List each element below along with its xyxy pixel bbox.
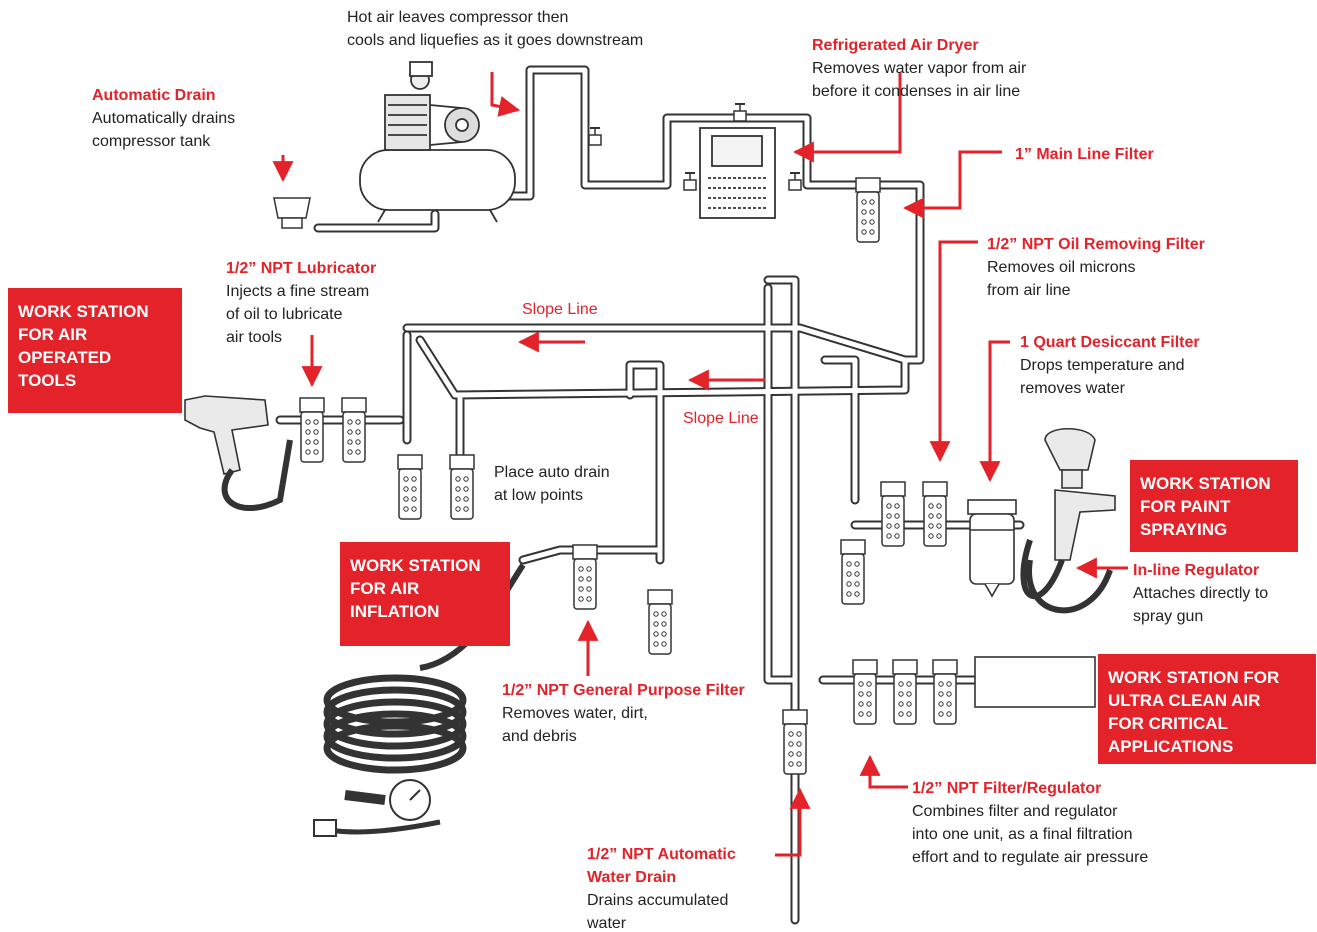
inline-regulator-callout: In-line Regulator Attaches directly to s… — [1133, 559, 1268, 628]
oil-removing-filter-callout: 1/2” NPT Oil Removing Filter Removes oil… — [987, 233, 1207, 302]
work-station-paint-spraying: WORK STATION FOR PAINT SPRAYING — [1130, 460, 1298, 552]
work-station-air-inflation: WORK STATION FOR AIR INFLATION — [340, 542, 510, 646]
general-purpose-filter-title: 1/2” NPT General Purpose Filter — [502, 682, 745, 699]
callout-arrows — [272, 72, 1128, 857]
auto-drain-note: Place auto drain at low points — [494, 464, 610, 504]
automatic-water-drain-callout: 1/2” NPT Automatic Water Drain Drains ac… — [587, 843, 772, 932]
general-purpose-filter-callout: 1/2” NPT General Purpose Filter Removes … — [502, 679, 752, 748]
refrigerated-dryer-title: Refrigerated Air Dryer — [812, 37, 979, 54]
spray-gun-illustration — [1020, 428, 1116, 614]
work-station-air-tools: WORK STATION FOR AIR OPERATED TOOLS — [8, 288, 182, 413]
automatic-water-drain-desc: Drains accumulated water — [587, 892, 729, 932]
lubricator-title: 1/2” NPT Lubricator — [226, 260, 377, 277]
refrigerated-dryer-illustration — [699, 127, 776, 219]
filter-regulator-title: 1/2” NPT Filter/Regulator — [912, 780, 1102, 797]
automatic-drain-desc: Automatically drains compressor tank — [92, 110, 236, 150]
slope-line-label-upper: Slope Line — [522, 301, 598, 318]
automatic-drain-title: Automatic Drain — [92, 87, 216, 104]
automatic-drain-callout: Automatic Drain Automatically drains com… — [92, 84, 235, 153]
oil-removing-filter-desc: Removes oil microns from air line — [987, 259, 1136, 299]
automatic-drain-illustration — [273, 197, 311, 229]
inflation-hose-illustration — [313, 563, 526, 837]
slope-line-label-lower: Slope Line — [683, 410, 759, 427]
desiccant-filter-illustration — [967, 499, 1017, 598]
hot-air-note: Hot air leaves compressor then cools and… — [347, 9, 644, 49]
refrigerated-dryer-callout: Refrigerated Air Dryer Removes water vap… — [812, 34, 1026, 103]
lubricator-desc: Injects a fine stream of oil to lubricat… — [226, 283, 370, 346]
refrigerated-dryer-desc: Removes water vapor from air before it c… — [812, 60, 1027, 100]
automatic-water-drain-title: 1/2” NPT Automatic Water Drain — [587, 846, 736, 886]
oil-removing-filter-title: 1/2” NPT Oil Removing Filter — [987, 236, 1205, 253]
general-purpose-filter-desc: Removes water, dirt, and debris — [502, 705, 648, 745]
inline-regulator-desc: Attaches directly to spray gun — [1133, 585, 1269, 625]
work-station-ultra-clean-air: WORK STATION FOR ULTRA CLEAN AIR FOR CRI… — [1098, 654, 1316, 764]
desiccant-filter-desc: Drops temperature and removes water — [1020, 357, 1185, 397]
filter-regulator-desc: Combines filter and regulator into one u… — [912, 803, 1149, 866]
lubricator-callout: 1/2” NPT Lubricator Injects a fine strea… — [226, 257, 376, 349]
filter-regulator-callout: 1/2” NPT Filter/Regulator Combines filte… — [912, 777, 1148, 869]
inline-regulator-title: In-line Regulator — [1133, 562, 1260, 579]
main-line-filter-title: 1” Main Line Filter — [1015, 146, 1154, 163]
desiccant-filter-title: 1 Quart Desiccant Filter — [1020, 334, 1200, 351]
air-tool-illustration — [184, 395, 293, 512]
ultra-clean-equipment-illustration — [974, 656, 1096, 708]
desiccant-filter-callout: 1 Quart Desiccant Filter Drops temperatu… — [1020, 331, 1200, 400]
compressor-illustration — [359, 61, 516, 223]
main-line-filter-callout: 1” Main Line Filter — [1015, 143, 1154, 166]
